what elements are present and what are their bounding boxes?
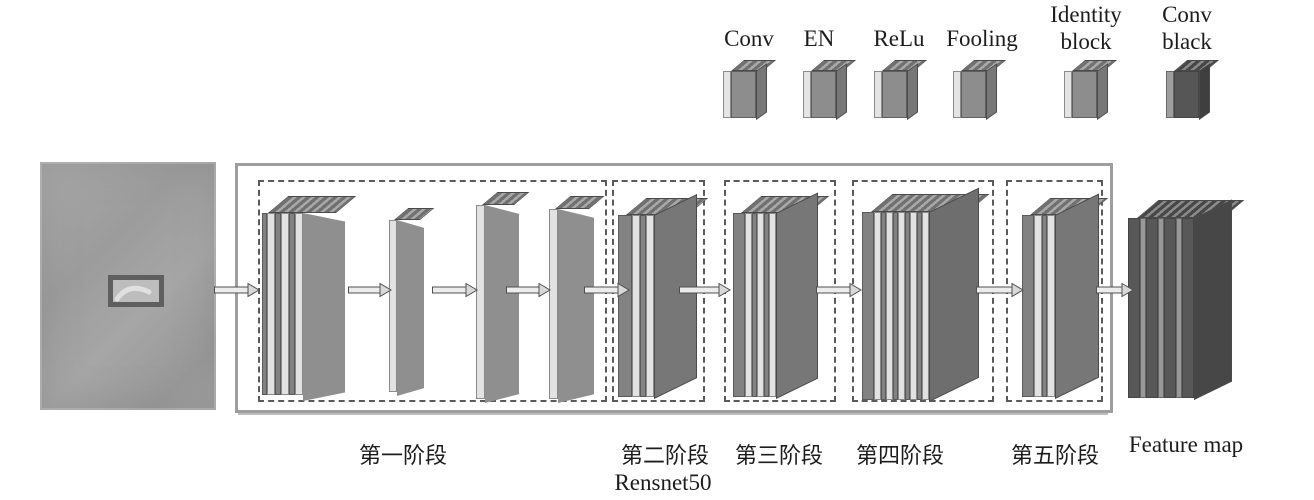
- stage2-label: 第二阶段: [620, 443, 710, 468]
- legend-label-convblack-line2: black: [1162, 29, 1212, 54]
- flow-arrow-3: [432, 282, 478, 298]
- legend-label-en: EN: [803, 26, 835, 51]
- stage1-conv-stack: [262, 196, 357, 401]
- legend-label-convblack-line1: Conv: [1162, 2, 1212, 27]
- conv-icon: [723, 60, 777, 120]
- stage4-block-stack: [862, 187, 990, 402]
- identity-block-icon: [1064, 60, 1118, 120]
- stage1-slab-4: [549, 196, 605, 403]
- flow-arrow-2: [348, 282, 392, 298]
- stage1-label: 第一阶段: [358, 443, 448, 468]
- outer-box-shadow-line: [238, 413, 1108, 415]
- legend-label-conv: Conv: [724, 26, 774, 51]
- network-name-label: Rensnet50: [614, 470, 712, 495]
- flow-arrow-6: [679, 282, 731, 298]
- flow-arrow-1: [214, 282, 260, 298]
- stage5-label: 第五阶段: [1010, 443, 1100, 468]
- feature-map-stack: [1128, 199, 1245, 400]
- stage1-slab-3: [476, 192, 530, 403]
- legend-label-relu: ReLu: [873, 26, 925, 51]
- flow-arrow-8: [976, 282, 1024, 298]
- fooling-icon: [953, 60, 1007, 120]
- legend-label-fooling: Fooling: [946, 26, 1018, 51]
- stage3-block-stack: [733, 192, 830, 399]
- flow-arrow-5: [584, 282, 630, 298]
- defect-roi-box: [108, 275, 164, 307]
- en-icon: [803, 60, 857, 120]
- conv-black-icon: [1166, 60, 1220, 120]
- legend-label-identity-line2: block: [1060, 29, 1112, 54]
- defect-mark: [114, 285, 152, 302]
- feature-map-label: Feature map: [1128, 432, 1244, 457]
- flow-arrow-4: [506, 282, 551, 298]
- flow-arrow-7: [816, 282, 862, 298]
- stage5-block-stack: [1022, 193, 1109, 399]
- stage4-label: 第四阶段: [855, 443, 945, 468]
- stage2-block-stack: [618, 194, 709, 399]
- stage1-slab-2: [389, 208, 435, 396]
- relu-icon: [874, 60, 928, 120]
- flow-arrow-9: [1096, 282, 1134, 298]
- legend-label-identity-line1: Identity: [1050, 2, 1122, 27]
- stage3-label: 第三阶段: [734, 443, 824, 468]
- input-image: [40, 162, 216, 410]
